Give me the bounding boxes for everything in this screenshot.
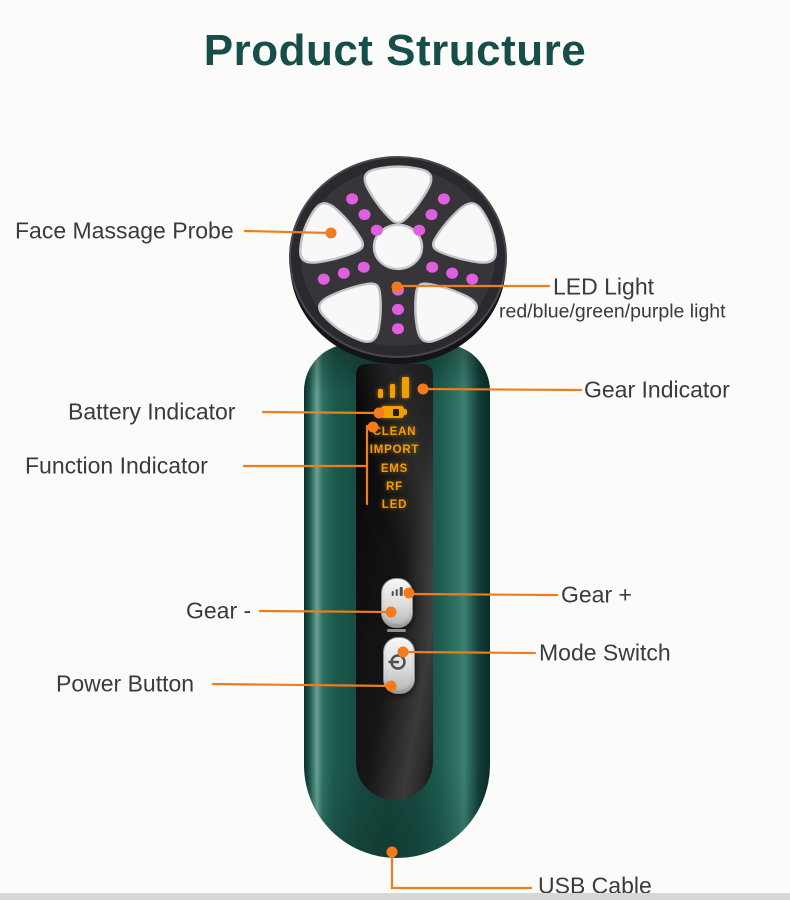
label-power-button: Power Button (56, 670, 195, 697)
leader-usb-cable (390, 850, 533, 890)
led-dot (466, 273, 479, 285)
led-dot (358, 209, 371, 221)
label-led-light-sub: red/blue/green/purple light (499, 300, 726, 323)
leader-battery-indicator (261, 410, 380, 415)
led-dot (437, 193, 450, 205)
label-gear-indicator: Gear Indicator (584, 376, 730, 403)
function-mode-label: IMPORT (369, 444, 420, 456)
leader-dot-gear-plus (403, 587, 415, 599)
led-dot (426, 261, 439, 273)
function-mode-label: LED (381, 499, 408, 511)
led-dot (425, 209, 438, 221)
device-head (289, 156, 507, 364)
battery-indicator-icon (381, 406, 407, 418)
function-mode-label: RF (386, 481, 403, 493)
massage-probe-petal (363, 165, 433, 224)
leader-gear-plus (407, 592, 559, 597)
gear-level-indicator-icon (378, 377, 409, 398)
label-face-massage-probe: Face Massage Probe (15, 217, 234, 244)
led-dot (357, 261, 370, 273)
leader-dot-battery-indicator (373, 407, 385, 419)
power-mode-button (383, 637, 415, 694)
leader-dot-face-massage-probe (325, 227, 337, 239)
leader-face-massage-probe (243, 229, 333, 235)
center-probe (372, 223, 424, 271)
label-battery-indicator: Battery Indicator (68, 398, 236, 425)
leader-mode-switch (401, 650, 537, 655)
gear-rocker-button (381, 578, 413, 628)
button-divider (387, 629, 406, 632)
massage-probe-petal (414, 282, 478, 343)
massage-probe-petal (431, 202, 498, 264)
led-dot (346, 193, 359, 205)
led-dot (392, 323, 404, 335)
leader-dot-gear-indicator (417, 383, 429, 395)
led-dot (413, 224, 426, 236)
leader-gear-indicator (421, 387, 583, 392)
led-dot (370, 224, 383, 236)
massage-probe-petal (318, 282, 382, 343)
page-title: Product Structure (203, 26, 587, 75)
bottom-edge-strip (0, 893, 790, 900)
leader-dot-led-light (391, 281, 403, 293)
leader-power-button (211, 682, 393, 688)
leader-dot-mode-switch (397, 646, 409, 658)
leader-dot-power-button (385, 680, 397, 692)
leader-dot-function-indicator (367, 421, 379, 433)
label-led-light: LED Light (553, 273, 655, 300)
led-dot (317, 273, 330, 285)
label-mode-switch: Mode Switch (539, 639, 671, 666)
power-icon (388, 654, 406, 670)
label-function-indicator: Function Indicator (25, 452, 208, 479)
leader-dot-gear-minus (385, 606, 397, 618)
function-mode-label: CLEAN (372, 426, 417, 438)
led-dot (392, 303, 404, 315)
label-gear-plus: Gear + (561, 581, 632, 608)
label-gear-minus: Gear - (186, 597, 252, 624)
function-mode-label: EMS (380, 463, 409, 475)
gear-bars-icon (391, 587, 403, 596)
led-dot (446, 267, 459, 279)
leader-gear-minus (258, 609, 393, 614)
leader-dot-usb-cable (386, 846, 398, 858)
led-dot (337, 267, 350, 279)
led-lights (317, 193, 479, 335)
